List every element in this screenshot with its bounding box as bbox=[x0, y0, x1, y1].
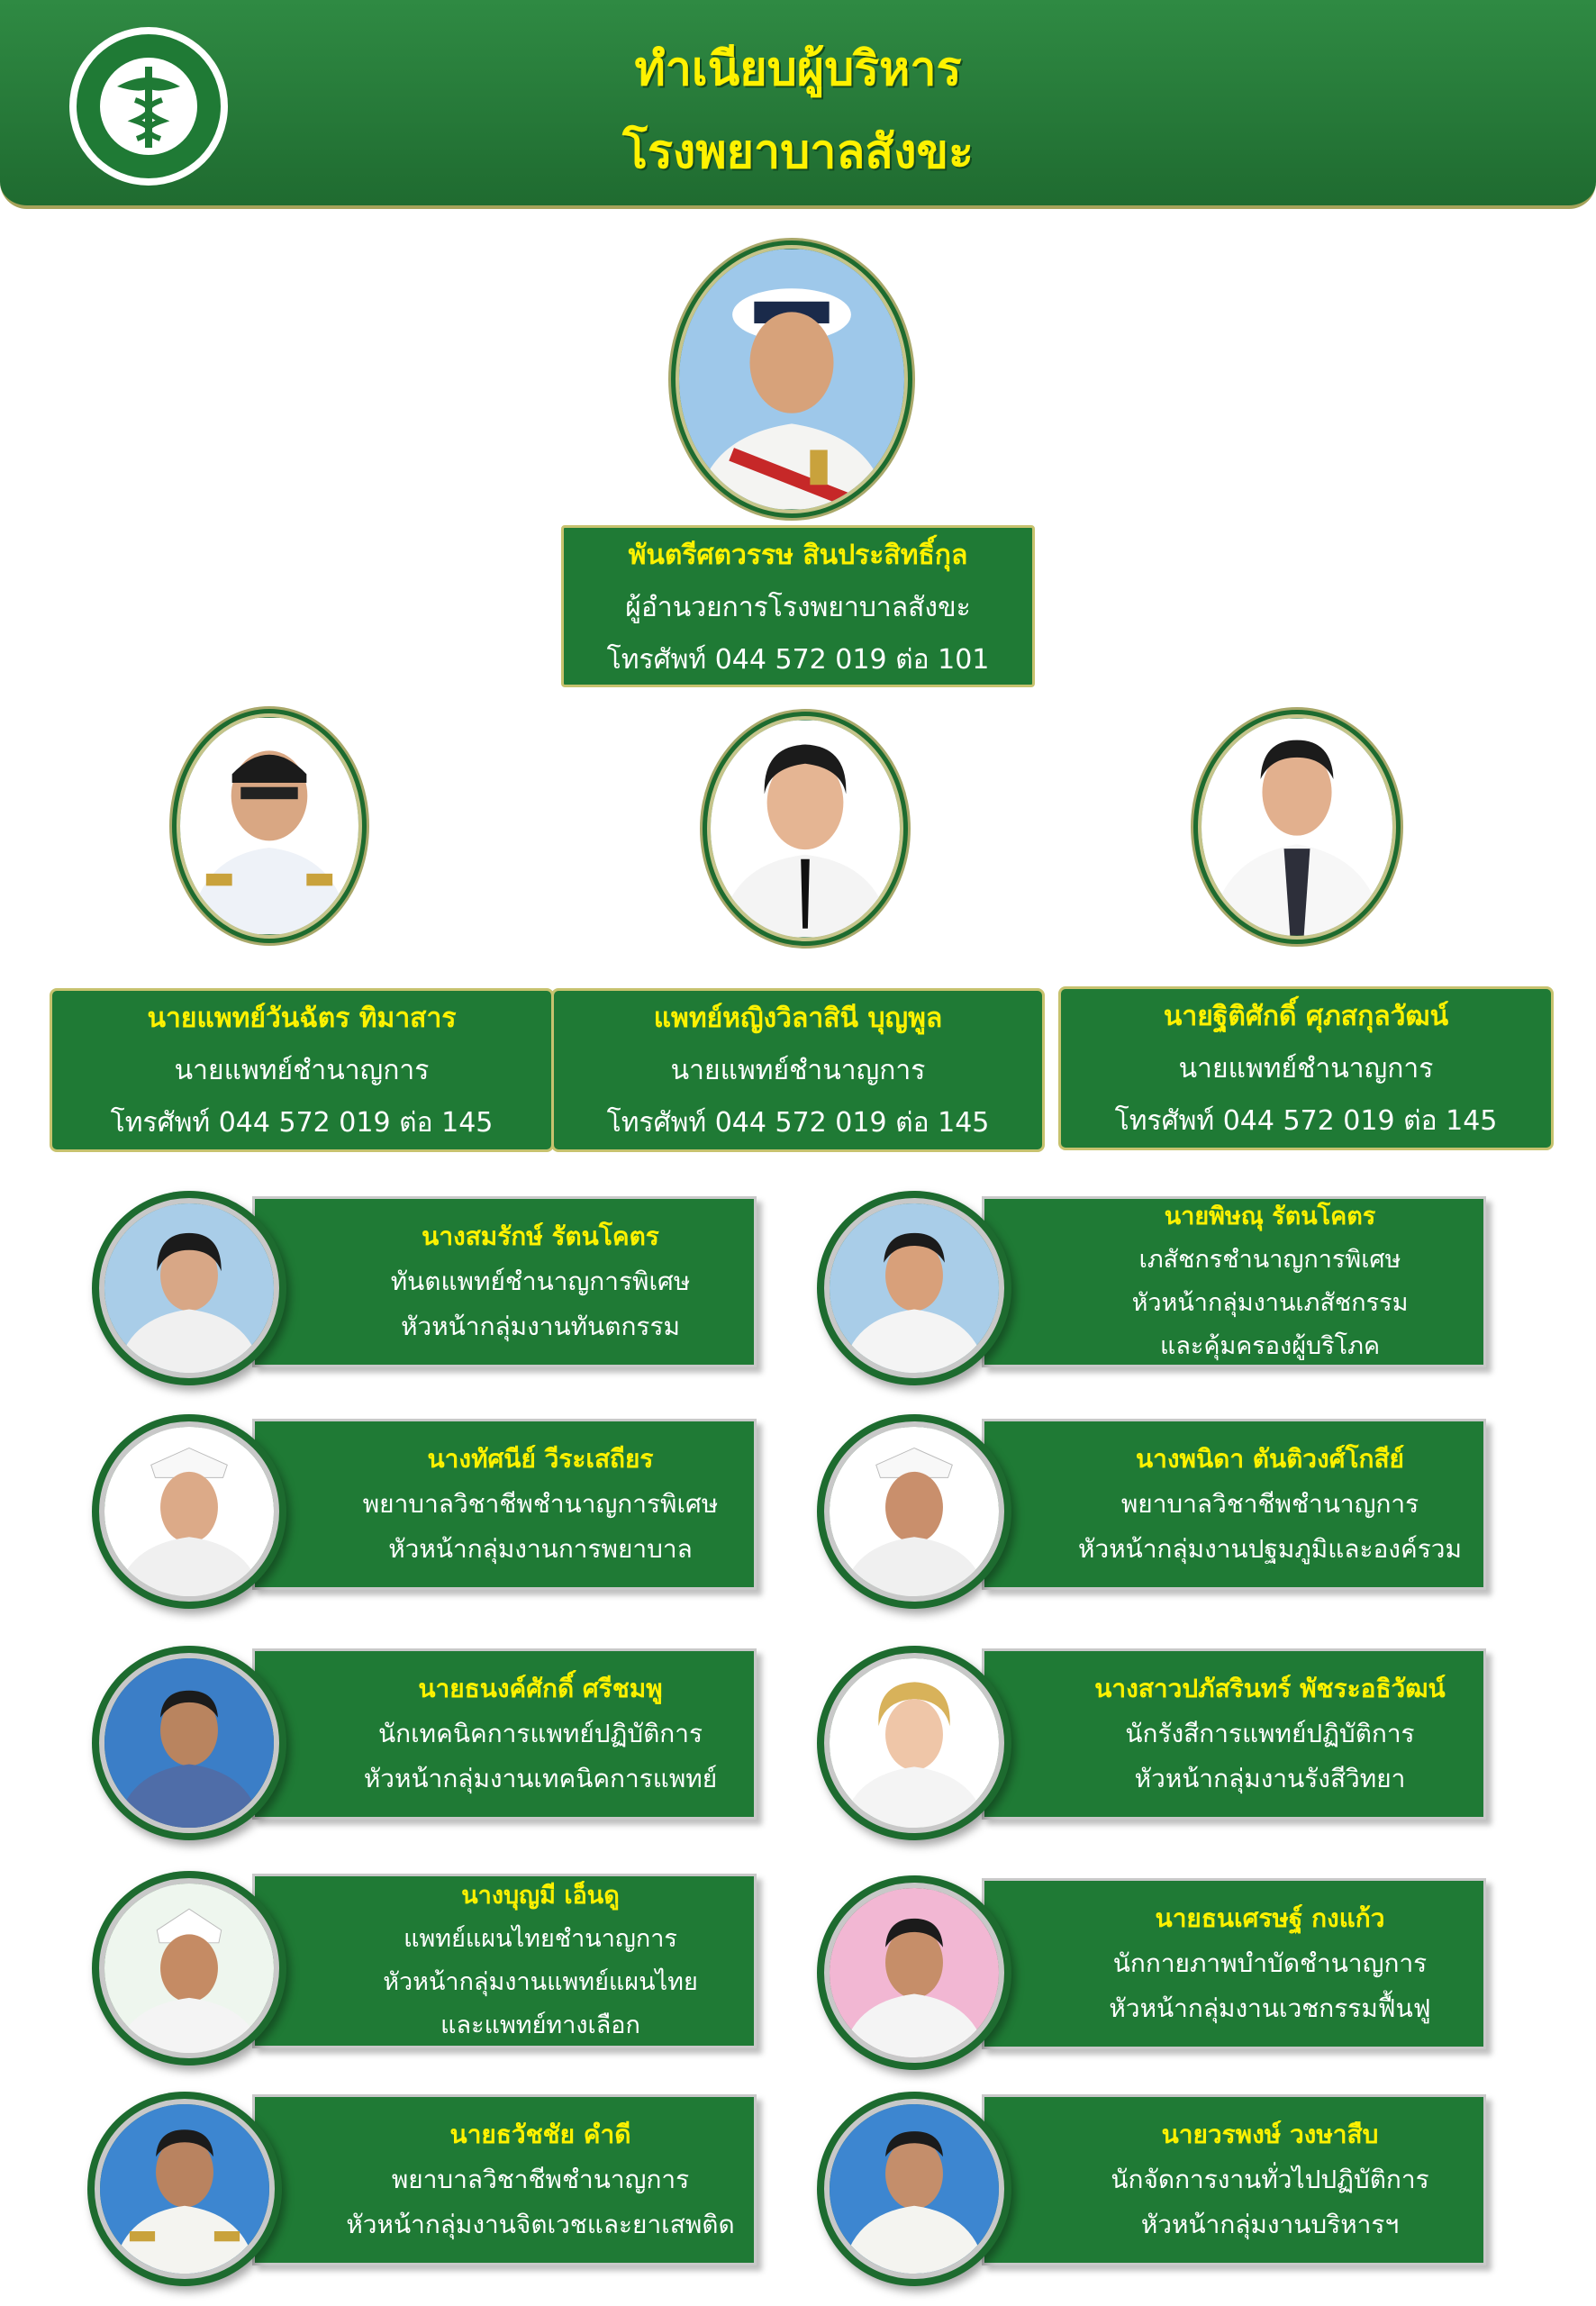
head-line: นักเทคนิคการแพทย์ปฏิบัติการ bbox=[377, 1719, 703, 1748]
deputy-phone: โทรศัพท์ 044 572 019 ต่อ 145 bbox=[1114, 1105, 1498, 1137]
person-silhouette-icon bbox=[104, 1884, 274, 2053]
deputy-card-3: นายฐิติศักดิ์ ศุภสกุลวัฒน์ นายแพทย์ชำนาญ… bbox=[1058, 986, 1554, 1150]
head-name: นายธวัชชัย คำดี bbox=[449, 2120, 631, 2149]
head-photo-7 bbox=[99, 1878, 279, 2058]
head-line: และแพทย์ทางเลือก bbox=[440, 2011, 640, 2039]
head-name: นางพนิดา ตันติวงศ์โกสีย์ bbox=[1136, 1444, 1404, 1474]
person-silhouette-icon bbox=[100, 2104, 269, 2274]
head-line: นักจัดการงานทั่วไปปฏิบัติการ bbox=[1111, 2165, 1429, 2194]
head-line: นักรังสีการแพทย์ปฏิบัติการ bbox=[1125, 1719, 1415, 1748]
head-card-10: นายวรพงษ์ วงษาสืบ นักจัดการงานทั่วไปปฏิบ… bbox=[982, 2094, 1486, 2265]
deputy-phone: โทรศัพท์ 044 572 019 ต่อ 145 bbox=[110, 1107, 494, 1139]
head-line: พยาบาลวิชาชีพชำนาญการ bbox=[391, 2165, 690, 2194]
deputy-photo-2 bbox=[707, 716, 903, 941]
deputy-name: นายฐิติศักดิ์ ศุภสกุลวัฒน์ bbox=[1163, 1001, 1449, 1032]
person-silhouette-icon bbox=[830, 1427, 999, 1596]
deputy-name: นายแพทย์วันฉัตร ทิมาสาร bbox=[147, 1003, 457, 1034]
page-title-line1: ทำเนียบผู้บริหาร bbox=[634, 42, 962, 96]
head-name: นางสาวปภัสรินทร์ พัชระอธิวัฒน์ bbox=[1094, 1674, 1446, 1703]
head-photo-5 bbox=[99, 1653, 279, 1833]
deputy-photo-1 bbox=[177, 713, 362, 939]
head-card-1: นางสมรักษ์ รัตนโคตร ทันตแพทย์ชำนาญการพิเ… bbox=[252, 1196, 757, 1367]
page-header: ทำเนียบผู้บริหาร โรงพยาบาลสังขะ bbox=[0, 0, 1596, 209]
head-photo-9 bbox=[95, 2099, 275, 2279]
deputy-name: แพทย์หญิงวิลาสินี บุญพูล bbox=[653, 1003, 943, 1034]
person-silhouette-icon bbox=[104, 1427, 274, 1596]
deputy-position: นายแพทย์ชำนาญการ bbox=[174, 1055, 430, 1086]
head-line: หัวหน้ากลุ่มงานเวชกรรมฟื้นฟู bbox=[1109, 1993, 1431, 2023]
head-photo-3 bbox=[99, 1421, 279, 1602]
head-photo-8 bbox=[824, 1883, 1004, 2063]
head-card-4: นางพนิดา ตันติวงศ์โกสีย์ พยาบาลวิชาชีพชำ… bbox=[982, 1419, 1486, 1590]
deputy-position: นายแพทย์ชำนาญการ bbox=[670, 1055, 926, 1086]
person-silhouette-icon bbox=[711, 720, 900, 938]
head-photo-2 bbox=[824, 1198, 1004, 1378]
head-photo-4 bbox=[824, 1421, 1004, 1602]
director-phone: โทรศัพท์ 044 572 019 ต่อ 101 bbox=[606, 644, 990, 676]
head-card-6: นางสาวปภัสรินทร์ พัชระอธิวัฒน์ นักรังสีก… bbox=[982, 1648, 1486, 1820]
director-card: พันตรีศตวรรษ สินประสิทธิ์กุล ผู้อำนวยการ… bbox=[561, 525, 1035, 687]
director-position: ผู้อำนวยการโรงพยาบาลสังขะ bbox=[625, 592, 971, 623]
person-silhouette-icon bbox=[830, 1888, 999, 2057]
person-silhouette-icon bbox=[830, 2104, 999, 2274]
person-silhouette-icon bbox=[104, 1203, 274, 1373]
head-name: นายธนเศรษฐ์ กงแก้ว bbox=[1155, 1903, 1385, 1933]
head-line: พยาบาลวิชาชีพชำนาญการพิเศษ bbox=[362, 1489, 719, 1519]
deputy-card-2: แพทย์หญิงวิลาสินี บุญพูล นายแพทย์ชำนาญกา… bbox=[551, 988, 1045, 1152]
director-photo bbox=[676, 245, 908, 513]
head-card-3: นางทัศนีย์ วีระเสถียร พยาบาลวิชาชีพชำนาญ… bbox=[252, 1419, 757, 1590]
head-card-9: นายธวัชชัย คำดี พยาบาลวิชาชีพชำนาญการ หั… bbox=[252, 2094, 757, 2265]
head-line: หัวหน้ากลุ่มงานทันตกรรม bbox=[401, 1312, 680, 1341]
head-line: พยาบาลวิชาชีพชำนาญการ bbox=[1120, 1489, 1419, 1519]
head-line: แพทย์แผนไทยชำนาญการ bbox=[404, 1925, 677, 1953]
deputy-photo-3 bbox=[1198, 714, 1396, 940]
head-photo-6 bbox=[824, 1653, 1004, 1833]
head-line: ทันตแพทย์ชำนาญการพิเศษ bbox=[390, 1266, 691, 1296]
head-name: นางบุญมี เอ็นดู bbox=[461, 1882, 620, 1910]
head-card-5: นายธนงค์ศักดิ์ ศรีชมพู นักเทคนิคการแพทย์… bbox=[252, 1648, 757, 1820]
deputy-card-1: นายแพทย์วันฉัตร ทิมาสาร นายแพทย์ชำนาญการ… bbox=[50, 988, 554, 1152]
head-line: หัวหน้ากลุ่มงานปฐมภูมิและองค์รวม bbox=[1078, 1534, 1462, 1564]
head-line: หัวหน้ากลุ่มงานเภสัชกรรม bbox=[1131, 1289, 1409, 1317]
director-name: พันตรีศตวรรษ สินประสิทธิ์กุล bbox=[628, 540, 968, 571]
head-line: หัวหน้ากลุ่มงานเทคนิคการแพทย์ bbox=[363, 1764, 718, 1793]
person-silhouette-icon bbox=[830, 1658, 999, 1828]
head-photo-1 bbox=[99, 1198, 279, 1378]
head-card-2: นายพิษณุ รัตนโคตร เภสัชกรชำนาญการพิเศษ ห… bbox=[982, 1196, 1486, 1367]
deputy-position: นายแพทย์ชำนาญการ bbox=[1178, 1053, 1434, 1085]
head-line: หัวหน้ากลุ่มงานจิตเวชและยาเสพติด bbox=[346, 2210, 735, 2239]
person-silhouette-icon bbox=[104, 1658, 274, 1828]
head-name: นายวรพงษ์ วงษาสืบ bbox=[1161, 2120, 1379, 2149]
page-title-line2: โรงพยาบาลสังขะ bbox=[622, 125, 974, 179]
head-name: นางสมรักษ์ รัตนโคตร bbox=[422, 1221, 659, 1251]
head-card-8: นายธนเศรษฐ์ กงแก้ว นักกายภาพบำบัดชำนาญกา… bbox=[982, 1878, 1486, 2049]
person-silhouette-icon bbox=[180, 717, 358, 935]
person-silhouette-icon bbox=[830, 1203, 999, 1373]
head-line: หัวหน้ากลุ่มงานการพยาบาล bbox=[388, 1534, 693, 1564]
head-name: นายธนงค์ศักดิ์ ศรีชมพู bbox=[418, 1674, 663, 1703]
head-line: หัวหน้ากลุ่มงานแพทย์แผนไทย bbox=[383, 1968, 698, 1996]
ministry-logo-icon bbox=[45, 23, 252, 190]
head-line: นักกายภาพบำบัดชำนาญการ bbox=[1112, 1948, 1428, 1978]
head-line: เภสัชกรชำนาญการพิเศษ bbox=[1138, 1246, 1401, 1274]
person-silhouette-icon bbox=[679, 249, 904, 510]
head-name: นางทัศนีย์ วีระเสถียร bbox=[427, 1444, 654, 1474]
deputy-phone: โทรศัพท์ 044 572 019 ต่อ 145 bbox=[606, 1107, 990, 1139]
head-name: นายพิษณุ รัตนโคตร bbox=[1164, 1203, 1376, 1230]
person-silhouette-icon bbox=[1202, 718, 1392, 936]
head-card-7: นางบุญมี เอ็นดู แพทย์แผนไทยชำนาญการ หัวห… bbox=[252, 1874, 757, 2048]
head-line: และคุ้มครองผู้บริโภค bbox=[1159, 1332, 1381, 1360]
head-line: หัวหน้ากลุ่มงานรังสีวิทยา bbox=[1134, 1764, 1406, 1793]
head-photo-10 bbox=[824, 2099, 1004, 2279]
head-line: หัวหน้ากลุ่มงานบริหารฯ bbox=[1140, 2210, 1400, 2239]
